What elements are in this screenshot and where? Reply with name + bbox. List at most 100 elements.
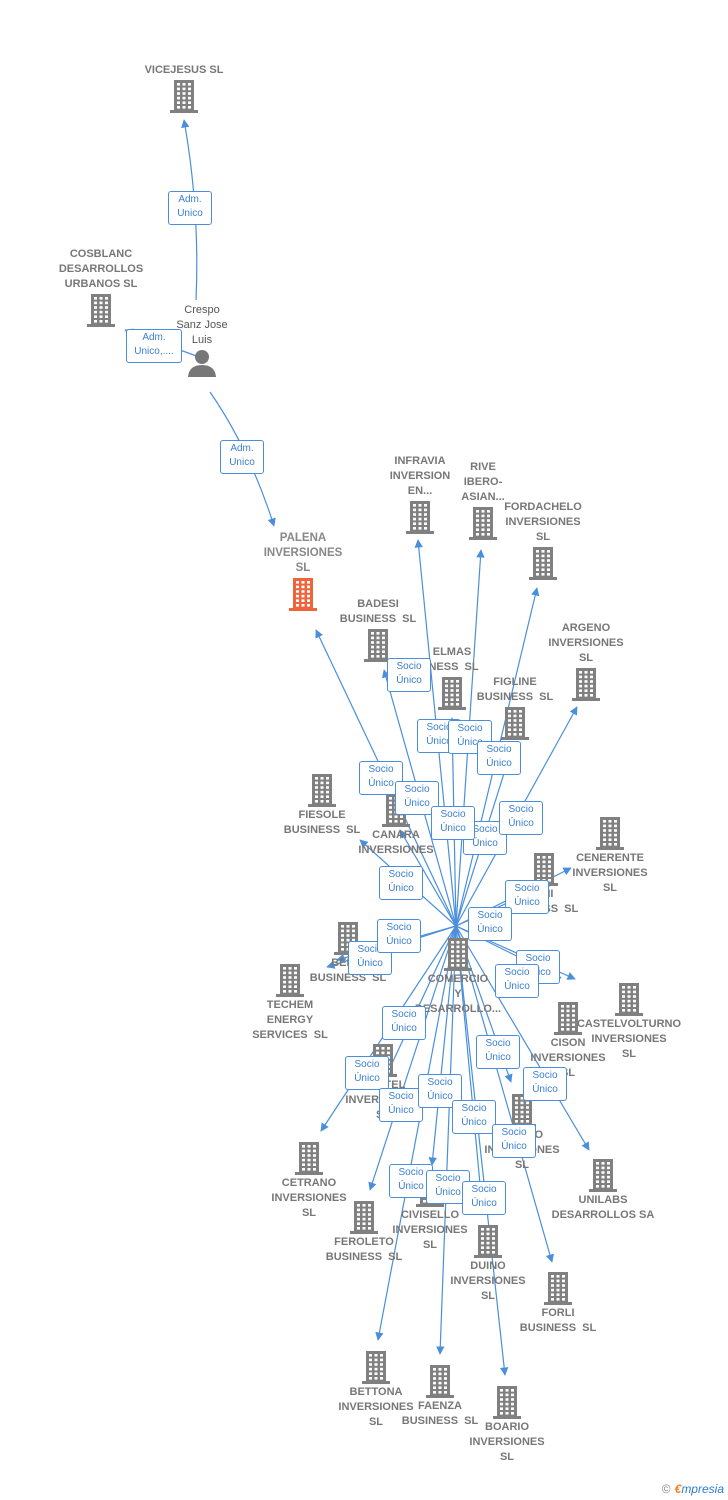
building-icon xyxy=(289,578,317,611)
building-icon xyxy=(295,1142,323,1175)
node-label: CASTELVOLTURNO INVERSIONES SL xyxy=(576,1018,682,1060)
node-badesi[interactable]: BADESI BUSINESS SL xyxy=(313,597,443,663)
relation-badge-boario[interactable]: Socio Único xyxy=(462,1181,506,1215)
node-feroleto[interactable]: FEROLETO BUSINESS SL xyxy=(299,1199,429,1265)
node-label: INFRAVIA INVERSION EN... xyxy=(389,455,451,497)
node-boario[interactable]: BOARIO INVERSIONES SL xyxy=(442,1384,572,1465)
brand-logo-text: mpresia xyxy=(681,1482,724,1496)
relation-badge-canara[interactable]: Socio Único xyxy=(431,806,475,840)
relation-badge-feroleto[interactable]: Socio Único xyxy=(379,1088,423,1122)
node-label: ARGENO INVERSIONES SL xyxy=(548,622,624,664)
building-icon-wrap xyxy=(570,666,602,702)
building-icon xyxy=(529,547,557,580)
node-label: CANARA INVERSIONES xyxy=(358,829,434,856)
building-icon-wrap xyxy=(348,1199,380,1235)
node-faenza[interactable]: FAENZA BUSINESS SL xyxy=(375,1363,505,1429)
relation-badge-duino[interactable]: Socio Único xyxy=(452,1100,496,1134)
node-cison[interactable]: CISON INVERSIONES SL xyxy=(503,1000,633,1081)
node-cenerente[interactable]: CENERENTE INVERSIONES SL xyxy=(545,815,675,896)
relation-badge-cison[interactable]: Socio Único xyxy=(495,964,539,998)
relation-badge-cosblanc[interactable]: Adm. Unico,.... xyxy=(126,329,182,363)
node-techem[interactable]: TECHEM ENERGY SERVICES SL xyxy=(225,962,355,1043)
building-icon-wrap xyxy=(404,499,436,535)
node-argeno[interactable]: ARGENO INVERSIONES SL xyxy=(521,621,651,702)
relation-badge-badesi[interactable]: Socio Único xyxy=(387,658,431,692)
building-icon xyxy=(589,1159,617,1192)
node-duino[interactable]: DUINO INVERSIONES SL xyxy=(423,1223,553,1304)
building-icon-wrap xyxy=(613,981,645,1017)
node-infravia[interactable]: INFRAVIA INVERSION EN... xyxy=(355,454,485,535)
relation-badge-palena[interactable]: Adm. Unico xyxy=(220,440,264,474)
node-label: VICEJESUS SL xyxy=(144,64,224,76)
node-label: FEROLETO BUSINESS SL xyxy=(325,1236,403,1263)
building-icon xyxy=(308,774,336,807)
node-label: FORDACHELO INVERSIONES SL xyxy=(504,501,582,543)
building-icon-wrap xyxy=(467,505,499,541)
building-icon-wrap xyxy=(293,1140,325,1176)
node-comercio[interactable]: COMERCIO Y DESARROLLO... xyxy=(393,936,523,1017)
relation-badge-cenerente[interactable]: Socio Único xyxy=(505,880,549,914)
node-crespo[interactable]: Crespo Sanz Jose Luis xyxy=(137,303,267,378)
building-icon-wrap xyxy=(594,815,626,851)
building-icon-wrap xyxy=(424,1363,456,1399)
relation-badge-argeno[interactable]: Socio Único xyxy=(499,801,543,835)
node-figline[interactable]: FIGLINE BUSINESS SL xyxy=(450,675,580,741)
building-icon-wrap xyxy=(491,1384,523,1420)
node-label: FORLI BUSINESS SL xyxy=(519,1307,597,1334)
node-label: COMERCIO Y DESARROLLO... xyxy=(414,973,502,1015)
building-icon-wrap xyxy=(168,78,200,114)
node-label: BOARIO INVERSIONES SL xyxy=(469,1421,545,1463)
relation-badge-ani[interactable]: Socio Único xyxy=(468,907,512,941)
node-castelvolturno[interactable]: CASTELVOLTURNO INVERSIONES SL xyxy=(564,981,694,1062)
building-icon xyxy=(406,501,434,534)
building-icon xyxy=(444,938,472,971)
relation-badge-techem[interactable]: Socio Único xyxy=(377,919,421,953)
building-icon xyxy=(87,294,115,327)
building-icon xyxy=(362,1351,390,1384)
edge-comercio-feroleto xyxy=(368,925,457,1191)
relation-badge-cetrano[interactable]: Socio Único xyxy=(345,1056,389,1090)
node-bettona[interactable]: BETTONA INVERSIONES SL xyxy=(311,1349,441,1430)
node-cosblanc[interactable]: COSBLANC DESARROLLOS URBANOS SL xyxy=(36,247,166,328)
edge-comercio-bettona xyxy=(375,925,457,1341)
edge-comercio-canara xyxy=(399,829,457,927)
building-icon xyxy=(554,1002,582,1035)
building-icon xyxy=(170,80,198,113)
node-label: CETRANO INVERSIONES SL xyxy=(271,1177,347,1219)
node-fiesole[interactable]: FIESOLE BUSINESS SL xyxy=(257,772,387,838)
node-rive[interactable]: RIVE IBERO- ASIAN... xyxy=(418,460,548,541)
node-palena[interactable]: PALENA INVERSIONES SL xyxy=(238,531,368,612)
node-label: Crespo Sanz Jose Luis xyxy=(176,304,228,346)
building-icon xyxy=(276,964,304,997)
relation-badge-fiesole[interactable]: Socio Único xyxy=(379,866,423,900)
node-cetrano[interactable]: CETRANO INVERSIONES SL xyxy=(244,1140,374,1221)
node-vicejesus[interactable]: VICEJESUS SL xyxy=(119,63,249,114)
node-label: CIVISELLO INVERSIONES SL xyxy=(392,1209,468,1251)
node-label: COSBLANC DESARROLLOS URBANOS SL xyxy=(58,248,144,290)
node-unilabs[interactable]: UNILABS DESARROLLOS SA xyxy=(538,1157,668,1223)
node-forli[interactable]: FORLI BUSINESS SL xyxy=(493,1270,623,1336)
person-icon xyxy=(188,350,216,377)
building-icon xyxy=(474,1225,502,1258)
relation-badge-cassio[interactable]: Socio Único xyxy=(523,1067,567,1101)
relation-badge-forli[interactable]: Socio Único xyxy=(492,1124,536,1158)
relation-badge-belgi[interactable]: Socio Único xyxy=(348,941,392,975)
node-label: TECHEM ENERGY SERVICES SL xyxy=(252,999,328,1041)
node-fordachelo[interactable]: FORDACHELO INVERSIONES SL xyxy=(478,500,608,581)
relation-badge-unilabs[interactable]: Socio Único xyxy=(476,1035,520,1069)
node-elmas[interactable]: ELMAS INESS SL xyxy=(387,645,517,711)
building-icon-wrap xyxy=(587,1157,619,1193)
relation-badge-vicejesus[interactable]: Adm. Unico xyxy=(168,191,212,225)
edge-comercio-boario xyxy=(455,925,509,1376)
building-icon-wrap xyxy=(442,936,474,972)
brand-logo-e: € xyxy=(674,1482,682,1496)
building-icon-wrap xyxy=(436,675,468,711)
relation-badge-costel[interactable]: Socio Único xyxy=(382,1006,426,1040)
relation-badge-figline[interactable]: Socio Único xyxy=(477,741,521,775)
edge-comercio-forli xyxy=(455,925,554,1263)
edge-comercio-faenza xyxy=(436,925,457,1355)
building-icon-wrap xyxy=(85,292,117,328)
relation-badge-elmas[interactable]: Socio Único xyxy=(395,781,439,815)
node-label: UNILABS DESARROLLOS SA xyxy=(551,1194,655,1221)
